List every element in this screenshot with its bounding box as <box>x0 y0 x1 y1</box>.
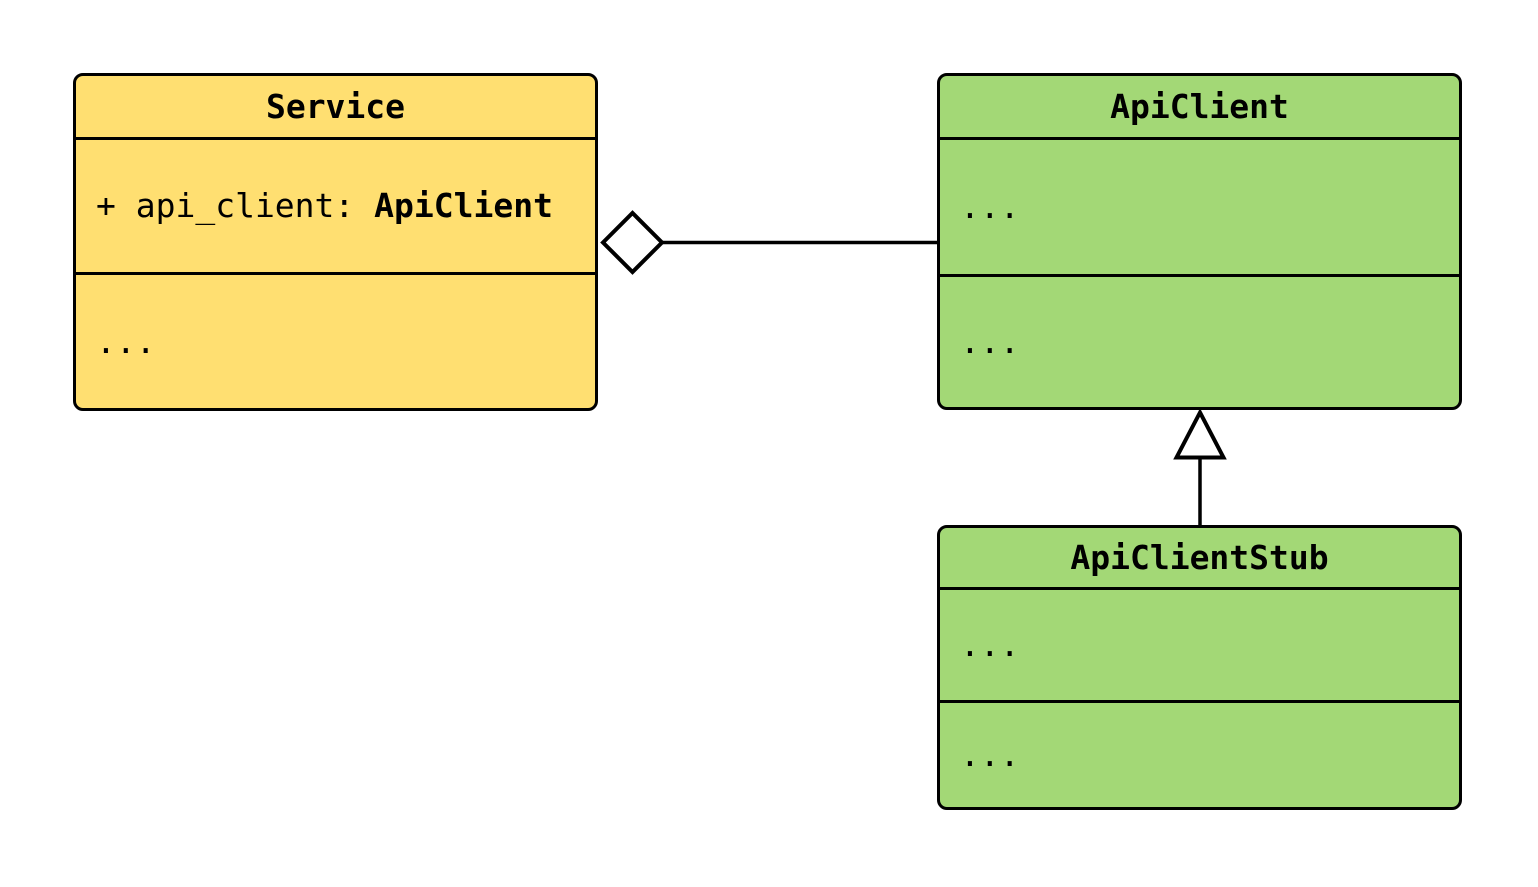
inheritance-connector <box>1173 408 1227 526</box>
class-methods-apiclient: ... <box>940 274 1459 407</box>
attribute-row: + api_client: ApiClient <box>96 187 553 225</box>
class-attributes-service: + api_client: ApiClient <box>76 137 595 272</box>
class-title-apiclient: ApiClient <box>1110 86 1289 126</box>
class-box-apiclient: ApiClient ... ... <box>937 73 1462 410</box>
attributes-placeholder: ... <box>960 625 1020 665</box>
class-box-service: Service + api_client: ApiClient ... <box>73 73 598 411</box>
attributes-placeholder: ... <box>960 187 1020 227</box>
class-methods-apiclientstub: ... <box>940 700 1459 807</box>
class-methods-service: ... <box>76 272 595 408</box>
class-attributes-apiclientstub: ... <box>940 587 1459 700</box>
methods-placeholder: ... <box>960 322 1020 362</box>
aggregation-diamond-icon <box>600 210 665 275</box>
aggregation-connector <box>600 210 939 275</box>
class-box-apiclientstub: ApiClientStub ... ... <box>937 525 1462 810</box>
inheritance-triangle-icon <box>1173 408 1227 460</box>
class-title-apiclientstub: ApiClientStub <box>1070 537 1329 577</box>
class-title-service: Service <box>265 86 406 126</box>
attribute-type: ApiClient <box>374 186 553 226</box>
attribute-prefix: + api_client: <box>96 186 375 226</box>
class-attributes-apiclient: ... <box>940 137 1459 274</box>
methods-placeholder: ... <box>960 735 1020 775</box>
methods-placeholder: ... <box>96 321 156 361</box>
